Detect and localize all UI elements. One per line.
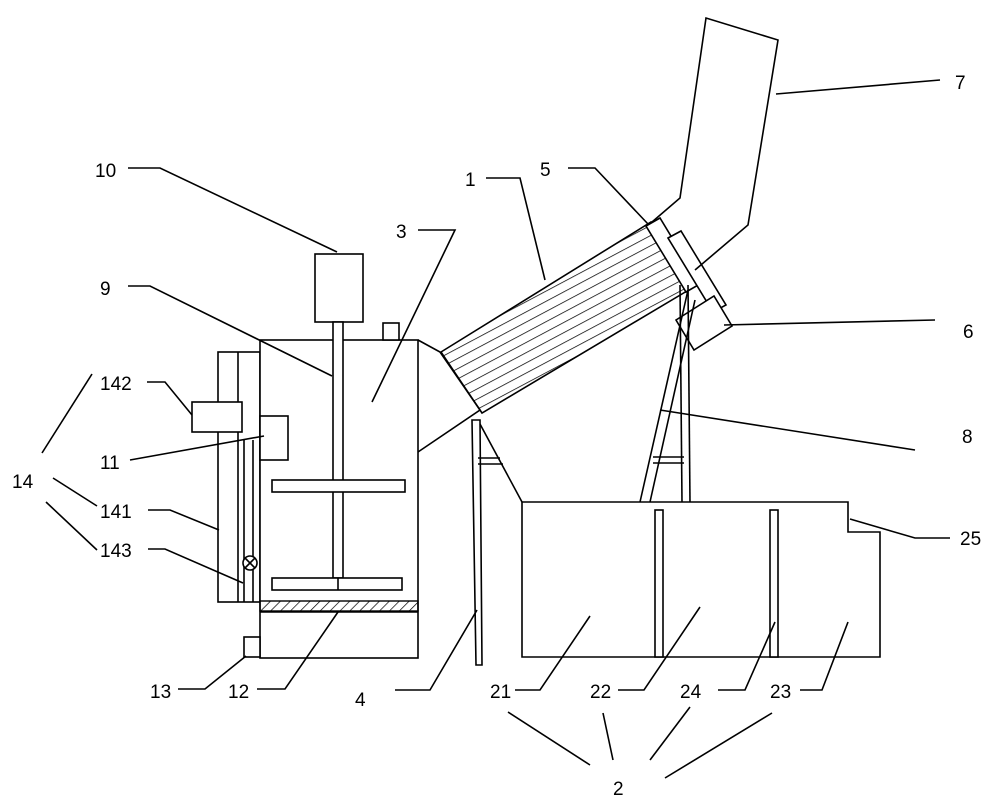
feed-hopper-7 <box>651 16 779 271</box>
label-10: 10 <box>95 161 116 182</box>
label-13: 13 <box>150 682 171 703</box>
motor-6 <box>666 229 734 352</box>
label-12: 12 <box>228 682 249 703</box>
label-23: 23 <box>770 682 791 703</box>
label-9: 9 <box>100 279 111 300</box>
motor-10 <box>314 253 364 323</box>
leader-lines <box>41 79 950 779</box>
motor-142 <box>191 401 243 433</box>
label-4: 4 <box>355 690 366 711</box>
collection-tank-2 <box>521 501 881 658</box>
label-142: 142 <box>100 374 132 395</box>
label-3: 3 <box>396 222 407 243</box>
label-8: 8 <box>962 427 973 448</box>
label-141: 141 <box>100 502 132 523</box>
small-cap <box>382 322 400 341</box>
label-2: 2 <box>613 779 624 800</box>
label-22: 22 <box>590 682 611 703</box>
label-25: 25 <box>960 529 981 550</box>
outlet-13 <box>243 636 261 658</box>
stirring-shaft-9 <box>271 321 406 591</box>
label-14: 14 <box>12 472 34 493</box>
label-6: 6 <box>963 322 974 343</box>
label-143: 143 <box>100 541 132 562</box>
support-frame-8 <box>639 284 696 503</box>
inclined-tube-1 <box>439 220 694 415</box>
label-5: 5 <box>540 160 551 181</box>
filter-plate-12 <box>259 600 419 612</box>
label-24: 24 <box>680 682 702 703</box>
label-7: 7 <box>955 73 966 94</box>
label-21: 21 <box>490 682 511 703</box>
pipe-143 <box>242 440 258 602</box>
small-box-11 <box>259 415 289 461</box>
support-leg-4 <box>471 419 523 666</box>
label-1: 1 <box>465 170 476 191</box>
label-11: 11 <box>100 453 120 474</box>
